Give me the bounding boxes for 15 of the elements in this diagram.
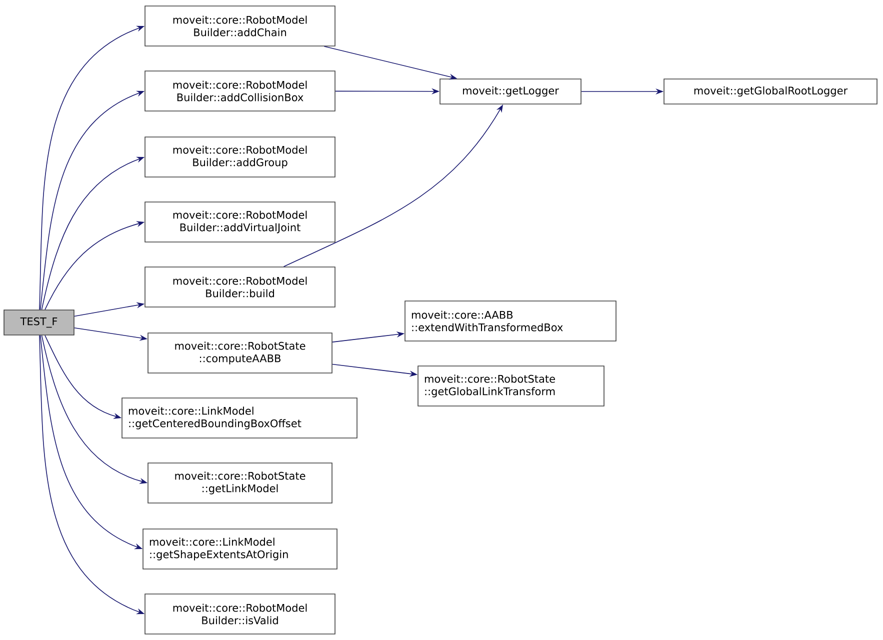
- function-box: moveit::core::RobotState ::computeAABB: [148, 332, 332, 374]
- function-box: moveit::core::RobotModel Builder::addCollisionBox: [144, 70, 336, 112]
- function-box: moveit::core::RobotModel Builder::addChain: [144, 6, 336, 46]
- function-box: moveit::core::RobotState ::getLinkModel: [148, 462, 332, 504]
- function-box: moveit::core::RobotModel Builder::addGroup: [144, 136, 336, 178]
- function-box: moveit::core::RobotModel Builder::build: [144, 266, 336, 308]
- function-box: moveit::core::RobotState ::getGlobalLinkTransform: [418, 366, 604, 406]
- function-box: moveit::core::LinkModel ::getShapeExtentsAtOrigin: [142, 528, 338, 570]
- function-box: moveit::getGlobalRootLogger: [664, 78, 878, 104]
- function-box: TEST_F: [4, 310, 74, 336]
- function-box: moveit::getLogger: [440, 78, 582, 104]
- function-box: moveit::core::RobotModel Builder::addVirtualJoint: [144, 202, 336, 242]
- function-box: moveit::core::LinkModel ::getCenteredBoundingBoxOffset: [122, 398, 358, 438]
- function-box: moveit::core::RobotModel Builder::isValid: [144, 594, 336, 634]
- function-box: moveit::core::AABB ::extendWithTransformedBox: [404, 300, 616, 342]
